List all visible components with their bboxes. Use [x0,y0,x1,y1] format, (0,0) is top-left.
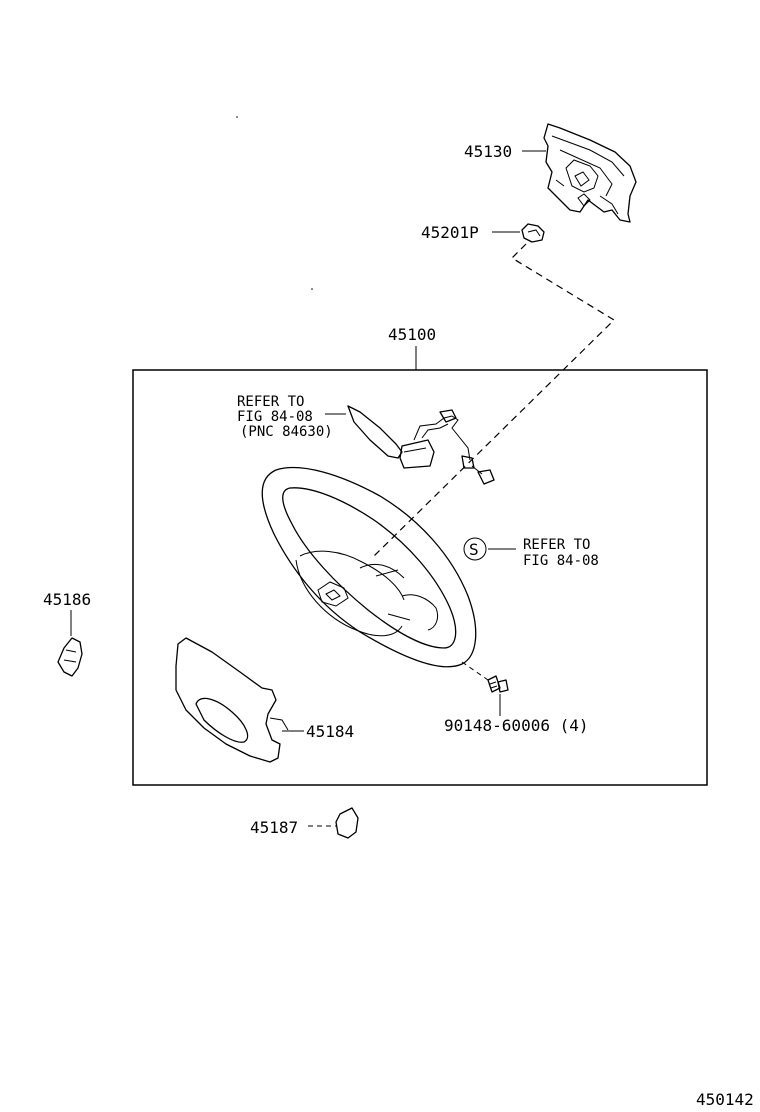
s-symbol-circle [463,537,487,561]
refer-switch-line1: REFER TO [237,394,304,410]
part-number-45184: 45184 [306,722,354,741]
refer-s-line1: REFER TO [523,537,590,553]
clip [57,637,83,677]
screw-dashed-line [461,661,489,681]
s-symbol: S [469,540,479,559]
combination-switch [347,405,495,485]
part-number-45201p: 45201P [421,223,479,242]
dot [236,116,238,118]
horn-pad-assembly [543,123,637,223]
part-number-45187: 45187 [250,818,298,837]
diagram-code: 450142 [696,1090,754,1109]
part-number-45100: 45100 [388,325,436,344]
refer-switch-line2: FIG 84-08 [237,409,313,425]
refer-switch-line3: (PNC 84630) [240,424,333,440]
assembly-45100-frame [132,369,708,786]
steering-wheel [261,466,477,668]
screw [487,675,509,693]
lower-cover [175,637,289,763]
part-number-90148-60006: 90148-60006 (4) [444,716,589,735]
refer-s-line2: FIG 84-08 [523,553,599,569]
part-number-45130: 45130 [464,142,512,161]
cap [335,807,359,839]
steering-nut [521,223,545,243]
assembly-dashed-line [373,243,615,557]
dot [311,288,313,290]
part-number-45186: 45186 [43,590,91,609]
